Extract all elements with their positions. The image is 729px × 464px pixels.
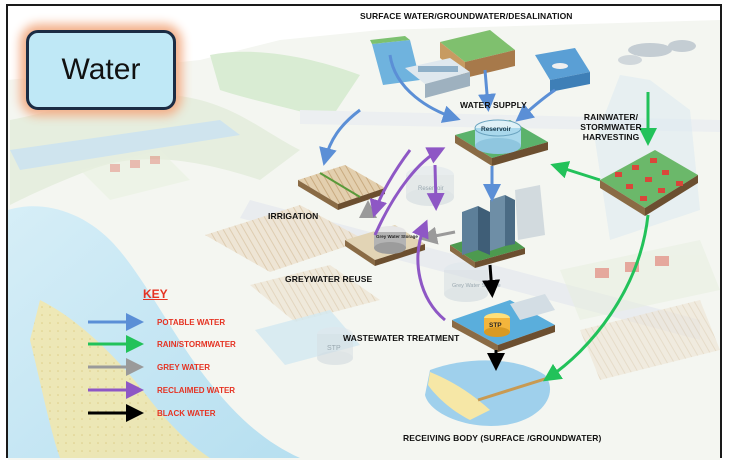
label-harvesting: RAINWATER/ STORMWATER HARVESTING (580, 112, 642, 142)
label-sources: SURFACE WATER/GROUNDWATER/DESALINATION (360, 11, 573, 21)
arrow-reclaimed-4 (426, 164, 445, 211)
page-title: Water (61, 53, 141, 86)
beach-area (30, 300, 210, 458)
key-label-grey: GREY WATER (157, 363, 211, 372)
arrow-reclaimed-3 (412, 219, 446, 322)
irrigation-field-tile (298, 165, 385, 210)
faded-reservoir-label: Reservoir (418, 186, 444, 192)
source-desalination-tile (535, 48, 590, 92)
key-label-black: BLACK WATER (157, 409, 216, 418)
label-wastewater-treatment: WASTEWATER TREATMENT (343, 333, 460, 343)
arrow-reclaimed-2 (369, 149, 412, 218)
arrow-black-1 (482, 264, 501, 298)
stp-treatment-tile: STP (452, 294, 555, 352)
treatment-plant-top (405, 58, 470, 98)
arrow-rain-2 (550, 161, 601, 182)
arrow-potable-4 (319, 108, 361, 166)
stp-label: STP (489, 322, 502, 329)
harvesting-farm-tile (600, 150, 698, 216)
grey-water-storage-tile: Grey Water Storage (345, 225, 425, 266)
label-greywater-reuse: GREYWATER REUSE (285, 274, 373, 284)
faded-stp-label: STP (327, 345, 341, 352)
flow-arrows (319, 54, 657, 382)
arrow-potable-2 (478, 69, 496, 112)
city-buildings (450, 185, 545, 268)
arrow-rain-3 (543, 214, 650, 382)
reservoir-label: Reservoir (481, 126, 511, 133)
key-title: KEY (143, 287, 168, 301)
label-receiving-body: RECEIVING BODY (SURFACE /GROUNDWATER) (403, 433, 602, 443)
faded-grey-storage-label: Grey Water Storage (452, 283, 501, 289)
arrow-grey-2 (419, 226, 456, 245)
source-cliff-tile (370, 36, 420, 85)
arrow-potable-3 (515, 88, 556, 122)
key-label-rain: RAIN/STORMWATER (157, 340, 236, 349)
reservoir-platform: Reservoir (455, 119, 548, 166)
label-irrigation: IRRIGATION (268, 211, 319, 221)
arrow-reclaimed-1 (373, 147, 446, 236)
arrow-potable-1 (388, 54, 461, 123)
key-label-reclaimed: RECLAIMED WATER (157, 386, 236, 395)
grey-storage-label: Grey Water Storage (376, 234, 418, 239)
label-water-supply: WATER SUPPLY (460, 100, 527, 110)
key-arrows (88, 313, 144, 422)
key-label-potable: POTABLE WATER (157, 318, 226, 327)
title-box: Water (26, 30, 176, 110)
